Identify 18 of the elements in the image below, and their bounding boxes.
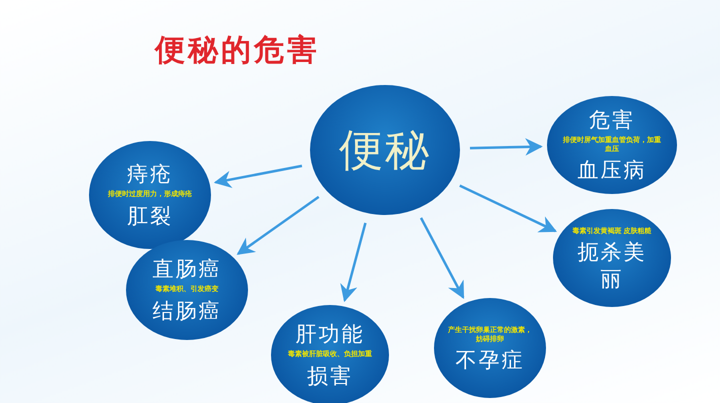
arrow bbox=[236, 196, 320, 255]
heading-text: 肛裂 bbox=[127, 202, 173, 229]
arrow bbox=[214, 164, 302, 188]
arrow bbox=[340, 222, 367, 302]
heading-text: 便秘 bbox=[339, 124, 431, 178]
arrow bbox=[459, 184, 557, 232]
heading-text: 血压病 bbox=[578, 157, 646, 184]
heading-text: 不孕症 bbox=[456, 346, 524, 374]
heading-text: 结肠癌 bbox=[152, 298, 222, 324]
arrow bbox=[470, 138, 543, 156]
title: 便秘的危害 bbox=[155, 32, 320, 70]
heading-text: 扼杀美丽 bbox=[576, 239, 648, 292]
heading-text: 肝功能 bbox=[296, 321, 364, 348]
heading-text: 危害 bbox=[589, 106, 635, 133]
heading-text: 痔疮 bbox=[127, 161, 173, 188]
arrow bbox=[420, 217, 464, 300]
heading-text: 直肠癌 bbox=[152, 256, 222, 282]
heading-text: 损害 bbox=[307, 362, 353, 389]
